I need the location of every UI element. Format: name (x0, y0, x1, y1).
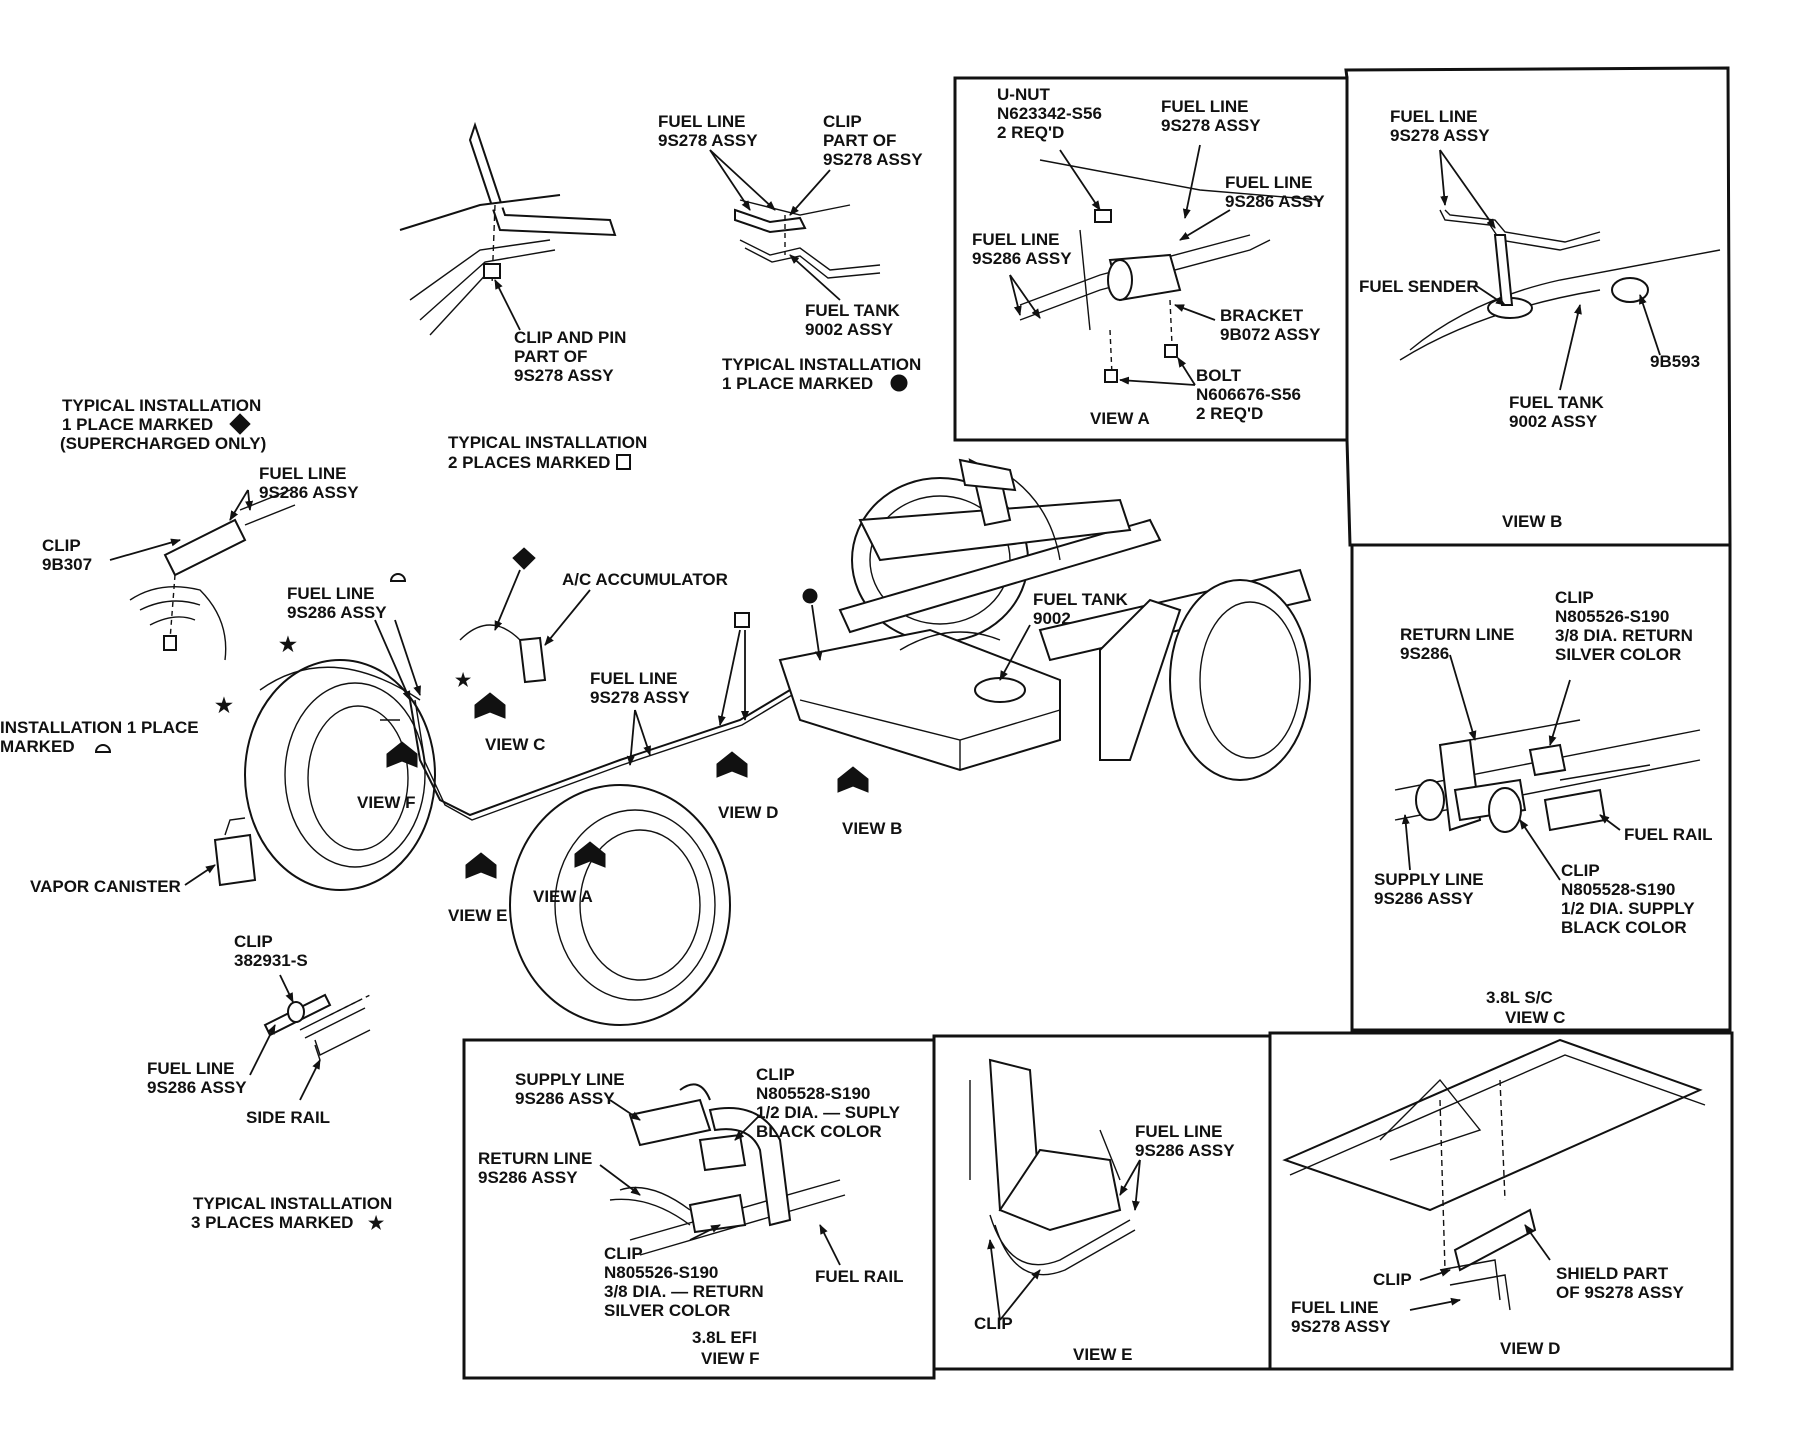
view-c-title: VIEW C (1505, 1008, 1565, 1027)
left-fuel-line-top-label: FUEL LINE 9S286 ASSY (259, 464, 359, 502)
star-symbol: ★ (215, 695, 233, 717)
install-one-label: INSTALLATION 1 PLACE MARKED (0, 718, 203, 756)
view-b-frame (1344, 66, 1732, 547)
clip-pin-illustration (399, 121, 617, 336)
view-b-fuel-line-label: FUEL LINE 9S278 ASSY (1390, 107, 1490, 145)
view-f-title: VIEW F (701, 1349, 760, 1368)
view-a-frame (953, 76, 1349, 442)
view-d-title: VIEW D (1500, 1339, 1560, 1358)
view-c-frame (1350, 543, 1732, 1032)
view-a-marker-label: VIEW A (533, 887, 593, 906)
view-f-clip-top-label: CLIP N805528-S190 1/2 DIA. — SUPLY BLACK… (756, 1065, 904, 1141)
typical-dot-label: TYPICAL INSTALLATION 1 PLACE MARKED (722, 355, 926, 393)
view-a-fuel-line-left-label: FUEL LINE 9S286 ASSY (972, 230, 1072, 268)
ac-accumulator-label: A/C ACCUMULATOR (562, 570, 728, 589)
view-e-title: VIEW E (1073, 1345, 1133, 1364)
square-symbol (734, 612, 750, 628)
top-fuel-tank-label: FUEL TANK 9002 ASSY (805, 301, 905, 339)
fuel-line-mid-leader (394, 619, 421, 696)
center-fuel-tank-label: FUEL TANK 9002 (1033, 590, 1133, 628)
dot-leader (811, 604, 823, 661)
view-markers (386, 692, 869, 879)
star-symbol: ★ (279, 634, 297, 656)
fuel-line-mid-leader (374, 619, 411, 701)
view-b-marker-label: VIEW B (842, 819, 902, 838)
chassis-illustration (213, 458, 1312, 1026)
view-b-part-label: 9B593 (1650, 352, 1700, 371)
view-d-clip-label: CLIP (1373, 1270, 1412, 1289)
view-d-marker-label: VIEW D (718, 803, 778, 822)
view-a-bolt-label: BOLT N606676-S56 2 REQ'D (1196, 366, 1306, 423)
typical-star-label: TYPICAL INSTALLATION 3 PLACES MARKED (191, 1194, 397, 1232)
diamond-symbol (229, 413, 251, 435)
dot-symbol (890, 374, 908, 392)
center-fuel-line-leader (626, 709, 636, 766)
view-b-title: VIEW B (1502, 512, 1562, 531)
view-f-engine-label: 3.8L EFI (692, 1328, 757, 1347)
view-d-illustration (1282, 1038, 1706, 1311)
view-f-clip-bottom-label: CLIP N805526-S190 3/8 DIA. — RETURN SILV… (604, 1244, 768, 1320)
side-rail-clip-label: CLIP 382931-S (234, 932, 308, 970)
view-b-illustration (1399, 149, 1721, 391)
view-c-clip-top-label: CLIP N805526-S190 3/8 DIA. RETURN SILVER… (1555, 588, 1698, 664)
square-leader (717, 629, 741, 726)
view-e-fuel-line-label: FUEL LINE 9S286 ASSY (1135, 1122, 1235, 1160)
view-d-frame (1268, 1031, 1734, 1371)
view-a-unut-label: U-NUT N623342-S56 2 REQ'D (997, 85, 1107, 142)
view-a-title: VIEW A (1090, 409, 1150, 428)
side-rail-label: SIDE RAIL (246, 1108, 330, 1127)
top-fuel-line-label: FUEL LINE 9S278 ASSY (658, 112, 758, 150)
half-circle-symbol (94, 744, 112, 753)
view-f-supply-line-label: SUPPLY LINE 9S286 ASSY (515, 1070, 629, 1108)
view-c-illustration (1394, 654, 1701, 881)
view-c-supply-line-label: SUPPLY LINE 9S286 ASSY (1374, 870, 1488, 908)
view-c-clip-bottom-label: CLIP N805528-S190 1/2 DIA. SUPPLY BLACK … (1561, 861, 1699, 937)
view-c-marker-label: VIEW C (485, 735, 545, 754)
view-d-shield-label: SHIELD PART OF 9S278 ASSY (1556, 1264, 1685, 1302)
clip-9b307-illustration (109, 489, 296, 661)
view-a-fuel-line-right-label: FUEL LINE 9S286 ASSY (1225, 173, 1325, 211)
diamond-symbol (512, 547, 536, 570)
view-a-illustration (1009, 144, 1321, 386)
clip-pin-label: CLIP AND PIN PART OF 9S278 ASSY (514, 328, 631, 385)
dot-symbol (802, 588, 818, 604)
view-e-clip-label: CLIP (974, 1314, 1013, 1333)
view-f-illustration (599, 1083, 846, 1266)
view-f-return-line-label: RETURN LINE 9S286 ASSY (478, 1149, 597, 1187)
view-f-fuel-rail-label: FUEL RAIL (815, 1267, 903, 1286)
view-f-marker-label: VIEW F (357, 793, 416, 812)
view-c-engine-label: 3.8L S/C (1486, 988, 1553, 1007)
left-fuel-line-mid-label: FUEL LINE 9S286 ASSY (287, 584, 387, 622)
typical-square-label: TYPICAL INSTALLATION 2 PLACES MARKED (448, 433, 652, 472)
ac-accumulator-leader (544, 589, 591, 646)
view-e-illustration (969, 1058, 1141, 1321)
view-e-marker-label: VIEW E (448, 906, 508, 925)
view-b-fuel-tank-label: FUEL TANK 9002 ASSY (1509, 393, 1609, 431)
center-fuel-line-leader (634, 709, 651, 756)
star-symbol: ★ (455, 670, 472, 690)
top-center-illustration (709, 149, 881, 301)
typical-diamond-label: TYPICAL INSTALLATION 1 PLACE MARKED (SUP… (60, 396, 266, 453)
half-circle-symbol (389, 573, 407, 582)
center-fuel-line-label: FUEL LINE 9S278 ASSY (590, 669, 690, 707)
top-clip-label: CLIP PART OF 9S278 ASSY (823, 112, 923, 169)
view-c-return-line-label: RETURN LINE 9S286 (1400, 625, 1519, 663)
center-fuel-tank-leader (999, 624, 1031, 681)
view-a-bracket-label: BRACKET 9B072 ASSY (1220, 306, 1321, 344)
star-symbol: ★ (368, 1213, 385, 1233)
view-a-fuel-line-top-label: FUEL LINE 9S278 ASSY (1161, 97, 1261, 135)
view-b-fuel-sender-label: FUEL SENDER (1359, 277, 1479, 296)
view-c-fuel-rail-label: FUEL RAIL (1624, 825, 1712, 844)
square-symbol (616, 454, 631, 470)
view-d-fuel-line-label: FUEL LINE 9S278 ASSY (1291, 1298, 1391, 1336)
left-clip-label: CLIP 9B307 (42, 536, 92, 574)
diamond-leader (494, 569, 521, 631)
vapor-canister-leader (184, 864, 216, 886)
side-rail-illustration (249, 974, 371, 1101)
side-rail-fuel-line-label: FUEL LINE 9S286 ASSY (147, 1059, 247, 1097)
vapor-canister-label: VAPOR CANISTER (30, 877, 181, 896)
